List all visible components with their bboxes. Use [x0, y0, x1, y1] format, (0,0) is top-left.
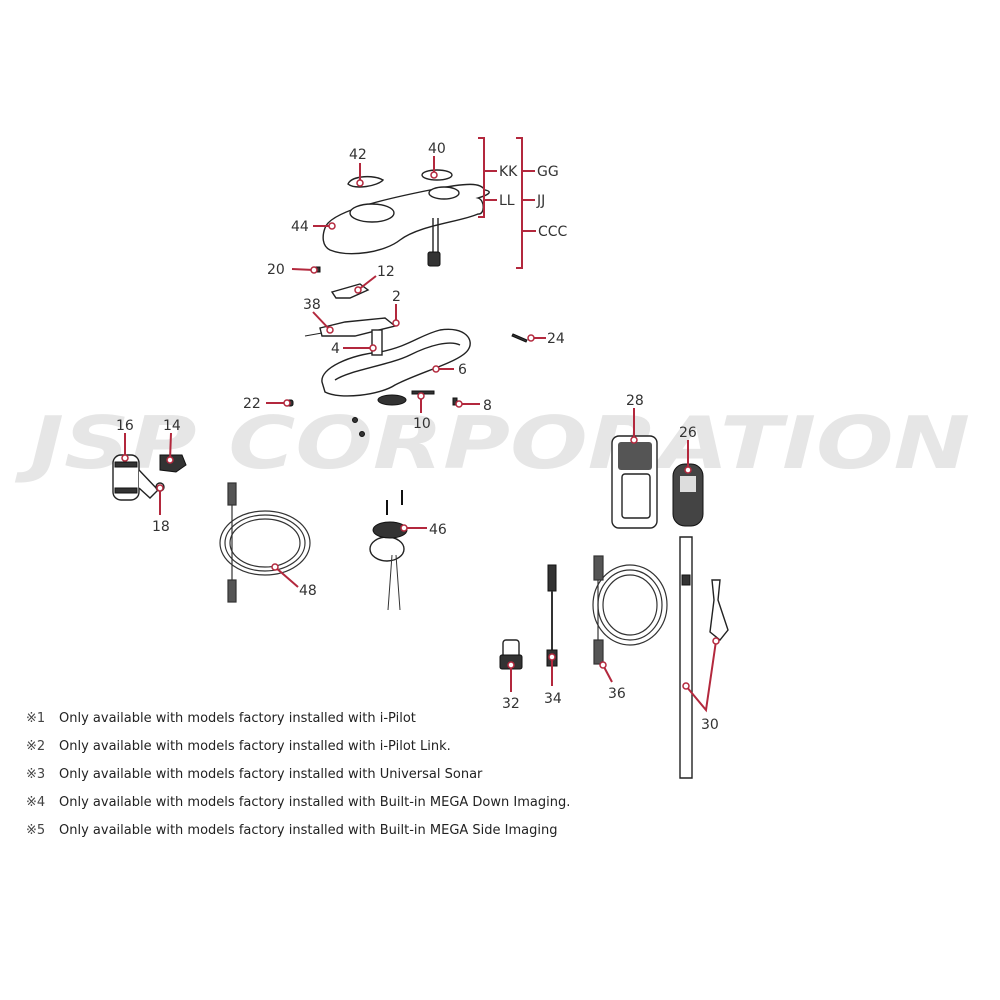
- callouts: [121, 156, 720, 713]
- part-42-decal: [347, 175, 385, 188]
- footnote-mark: ※1: [26, 711, 46, 726]
- footnote-mark: ※2: [26, 739, 46, 754]
- bracket-label-ccc: CCC: [538, 224, 568, 240]
- label-18: 18: [152, 519, 170, 535]
- label-30: 30: [701, 717, 719, 733]
- footnote-text: Only available with models factory insta…: [59, 767, 483, 782]
- watermark: JSP CORPORATION: [15, 401, 970, 485]
- footnote-mark: ※3: [26, 767, 46, 782]
- footnote: ※2 Only available with models factory ins…: [26, 738, 570, 766]
- label-2: 2: [392, 289, 401, 305]
- part-48-cable: [219, 482, 311, 603]
- footnote-text: Only available with models factory insta…: [59, 711, 416, 726]
- bracket-label-ll: LL: [499, 193, 515, 209]
- label-48: 48: [299, 583, 317, 599]
- part-24-screw: [511, 333, 528, 343]
- label-12: 12: [377, 264, 395, 280]
- bracket-label-gg: GG: [537, 164, 559, 180]
- part-30-lanyard: [679, 536, 729, 779]
- label-32: 32: [502, 696, 520, 712]
- label-16: 16: [116, 418, 134, 434]
- footnote: ※3 Only available with models factory ins…: [26, 766, 570, 794]
- part-46-transducer: [369, 490, 408, 611]
- footnote: ※5 Only available with models factory ins…: [26, 822, 570, 850]
- part-26-key-fob: [672, 463, 704, 527]
- label-38: 38: [303, 297, 321, 313]
- label-10: 10: [413, 416, 431, 432]
- label-8: 8: [483, 398, 492, 414]
- part-44-top-cover: [322, 183, 490, 267]
- label-20: 20: [267, 262, 285, 278]
- part-34-cable: [546, 564, 558, 667]
- bracket-label-jj: JJ: [536, 193, 545, 209]
- label-34: 34: [544, 691, 562, 707]
- bracket-group: [478, 137, 536, 269]
- part-28-remote: [611, 435, 658, 529]
- footnote-text: Only available with models factory insta…: [59, 739, 451, 754]
- footnote-mark: ※4: [26, 795, 46, 810]
- footnote-mark: ※5: [26, 823, 46, 838]
- label-22: 22: [243, 396, 261, 412]
- footnote-text: Only available with models factory insta…: [59, 823, 558, 838]
- part-36-cable: [592, 555, 668, 665]
- label-36: 36: [608, 686, 626, 702]
- part-6-base-housing: [321, 328, 471, 437]
- part-16-mount: [112, 454, 159, 501]
- label-24: 24: [547, 331, 565, 347]
- label-26: 26: [679, 425, 697, 441]
- footnote-text: Only available with models factory insta…: [59, 795, 571, 810]
- label-6: 6: [458, 362, 467, 378]
- label-14: 14: [163, 418, 181, 434]
- footnote: ※1 Only available with models factory ins…: [26, 710, 570, 738]
- label-44: 44: [291, 219, 309, 235]
- label-46: 46: [429, 522, 447, 538]
- label-4: 4: [331, 341, 340, 357]
- label-42: 42: [349, 147, 367, 163]
- label-28: 28: [626, 393, 644, 409]
- label-40: 40: [428, 141, 446, 157]
- footnote: ※4 Only available with models factory ins…: [26, 794, 570, 822]
- bracket-label-kk: KK: [499, 164, 518, 180]
